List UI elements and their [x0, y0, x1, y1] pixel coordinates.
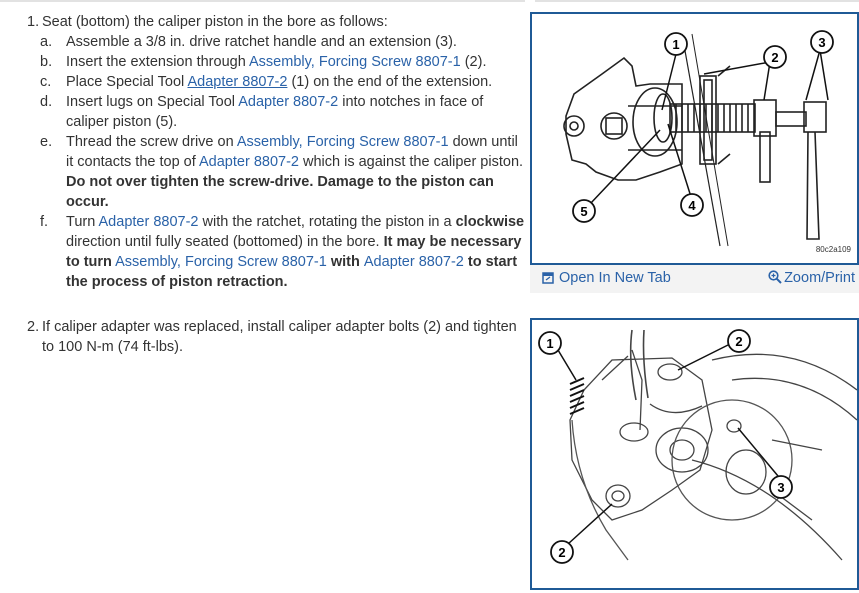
substep-text: with the ratchet, rotating the piston in…: [198, 214, 456, 230]
adapter-link[interactable]: Adapter 8807-2: [199, 154, 299, 170]
callout-marker-1: 1: [538, 331, 562, 355]
figure-caliper-adapter-bolts[interactable]: 1 2 2 3: [530, 318, 859, 590]
substep-a: a. Assemble a 3/8 in. drive ratchet hand…: [27, 32, 527, 52]
emphasis-text: with: [326, 254, 364, 270]
substep-f: f. Turn Adapter 8807-2 with the ratchet,…: [27, 212, 527, 292]
svg-text:2: 2: [558, 545, 565, 560]
svg-text:2: 2: [735, 334, 742, 349]
open-in-new-tab-label: Open In New Tab: [559, 270, 671, 286]
callout-marker-4: 4: [680, 193, 704, 217]
forcing-screw-link[interactable]: Assembly, Forcing Screw 8807-1: [249, 54, 461, 70]
top-divider: [0, 0, 525, 2]
substep-text: (1) on the end of the extension.: [287, 74, 493, 90]
warning-text: Do not over tighten the screw-drive. Dam…: [66, 174, 494, 210]
substep-e: e. Thread the screw drive on Assembly, F…: [27, 132, 527, 212]
callout-marker-2: 2: [727, 329, 751, 353]
substep-letter: f.: [40, 214, 49, 230]
step-number: 1.: [27, 14, 40, 30]
substep-letter: c.: [40, 74, 52, 90]
substep-text: Insert lugs on Special Tool: [66, 94, 239, 110]
top-divider-right: [535, 0, 859, 2]
zoom-print-button[interactable]: Zoom/Print: [768, 270, 855, 288]
emphasis-text: It may be necessary to turn: [66, 234, 522, 270]
substep-letter: a.: [40, 34, 53, 50]
emphasis-text: clockwise: [455, 214, 525, 230]
svg-text:5: 5: [580, 204, 587, 219]
step-2: 2. If caliper adapter was replaced, inst…: [27, 317, 527, 357]
emphasis-text: to start the process of piston retractio…: [66, 254, 518, 290]
figure-toolbar: Open In New Tab Zoom/Print: [530, 265, 859, 293]
substep-text: Insert the extension through: [66, 54, 249, 70]
step-number: 2.: [27, 319, 40, 335]
svg-text:1: 1: [672, 37, 679, 52]
substep-b: b. Insert the extension through Assembly…: [27, 52, 527, 72]
substep-text: which is against the caliper piston.: [298, 154, 524, 170]
substep-text: (2).: [460, 54, 487, 70]
figure-caliper-tool[interactable]: 1 2 3 4 5 80c2a109: [530, 12, 859, 265]
caliper-tool-illustration: 1 2 3 4 5 80c2a109: [563, 30, 852, 254]
callout-marker-2: 2: [550, 540, 574, 564]
callout-marker-3: 3: [810, 30, 834, 54]
substep-text: Place Special Tool: [66, 74, 188, 90]
adapter-link[interactable]: Adapter 8807-2: [98, 214, 199, 230]
adapter-link[interactable]: Adapter 8807-2: [238, 94, 339, 110]
svg-text:3: 3: [777, 480, 784, 495]
open-in-new-tab-button[interactable]: Open In New Tab: [542, 270, 671, 288]
substep-text: down until it contacts the top of: [66, 134, 518, 170]
callout-marker-2: 2: [763, 45, 787, 69]
zoom-print-label: Zoom/Print: [784, 270, 855, 286]
external-window-icon: [542, 272, 554, 288]
svg-text:2: 2: [771, 50, 778, 65]
substep-letter: b.: [40, 54, 53, 70]
callout-marker-5: 5: [572, 199, 596, 223]
substep-text: direction until fully seated (bottomed) …: [66, 234, 384, 250]
caliper-adapter-illustration: 1 2 2 3: [538, 329, 858, 564]
svg-text:4: 4: [688, 198, 696, 213]
svg-text:3: 3: [818, 35, 825, 50]
callout-marker-3: 3: [769, 475, 793, 499]
step-text: Seat (bottom) the caliper piston in the …: [42, 14, 388, 30]
forcing-screw-link[interactable]: Assembly, Forcing Screw 8807-1: [115, 254, 327, 270]
substep-c: c. Place Special Tool Adapter 8807-2 (1)…: [27, 72, 527, 92]
figure-code: 80c2a109: [816, 245, 852, 254]
magnifier-icon: [768, 270, 782, 288]
substep-text: Thread the screw drive on: [66, 134, 237, 150]
svg-text:1: 1: [546, 336, 553, 351]
substep-text: Turn: [66, 214, 99, 230]
adapter-link[interactable]: Adapter 8807-2: [363, 254, 464, 270]
substep-text: Assemble a 3/8 in. drive ratchet handle …: [66, 34, 457, 50]
substep-letter: d.: [40, 94, 53, 110]
callout-marker-1: 1: [664, 32, 688, 56]
substep-d: d. Insert lugs on Special Tool Adapter 8…: [27, 92, 527, 132]
forcing-screw-link[interactable]: Assembly, Forcing Screw 8807-1: [236, 134, 449, 150]
substep-text: into notches in face of caliper piston (…: [66, 94, 484, 130]
step-1: 1. Seat (bottom) the caliper piston in t…: [27, 12, 527, 292]
substep-letter: e.: [40, 134, 53, 150]
step-text: If caliper adapter was replaced, install…: [42, 319, 517, 355]
adapter-link[interactable]: Adapter 8807-2: [187, 74, 288, 90]
